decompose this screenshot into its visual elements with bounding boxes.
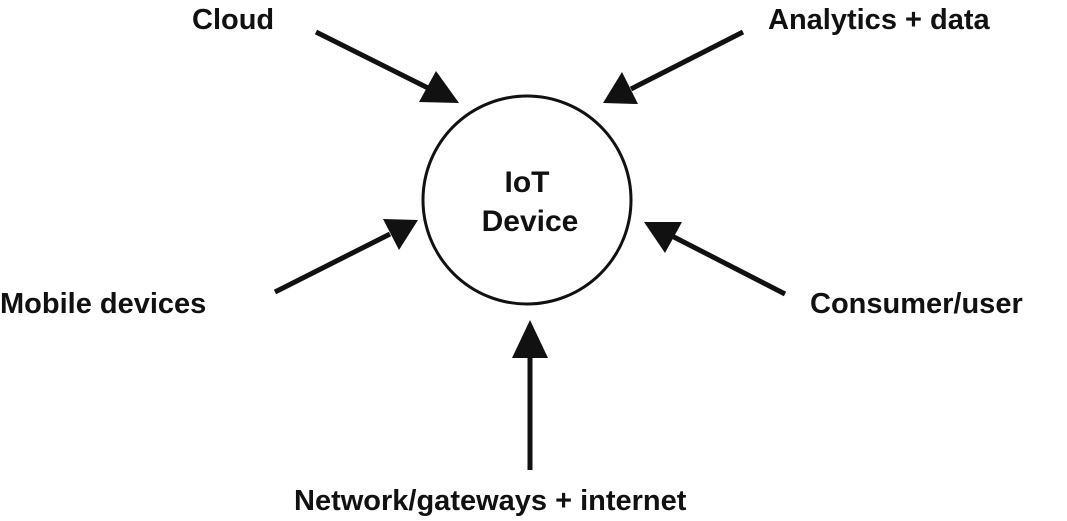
node-label-consumer: Consumer/user — [810, 288, 1023, 320]
iot-device-circle — [421, 94, 633, 306]
center-label-line2: Device — [482, 205, 579, 238]
arrow-network — [512, 320, 548, 470]
center-label-line1: IoT — [505, 166, 550, 199]
node-label-analytics: Analytics + data — [768, 4, 990, 36]
arrow-analytics — [603, 29, 745, 104]
node-label-mobile: Mobile devices — [0, 288, 206, 320]
arrow-consumer — [644, 222, 787, 297]
arrow-mobile — [273, 219, 418, 295]
arrow-cloud — [314, 29, 459, 103]
node-label-network: Network/gateways + internet — [294, 485, 687, 517]
node-label-cloud: Cloud — [192, 4, 274, 36]
